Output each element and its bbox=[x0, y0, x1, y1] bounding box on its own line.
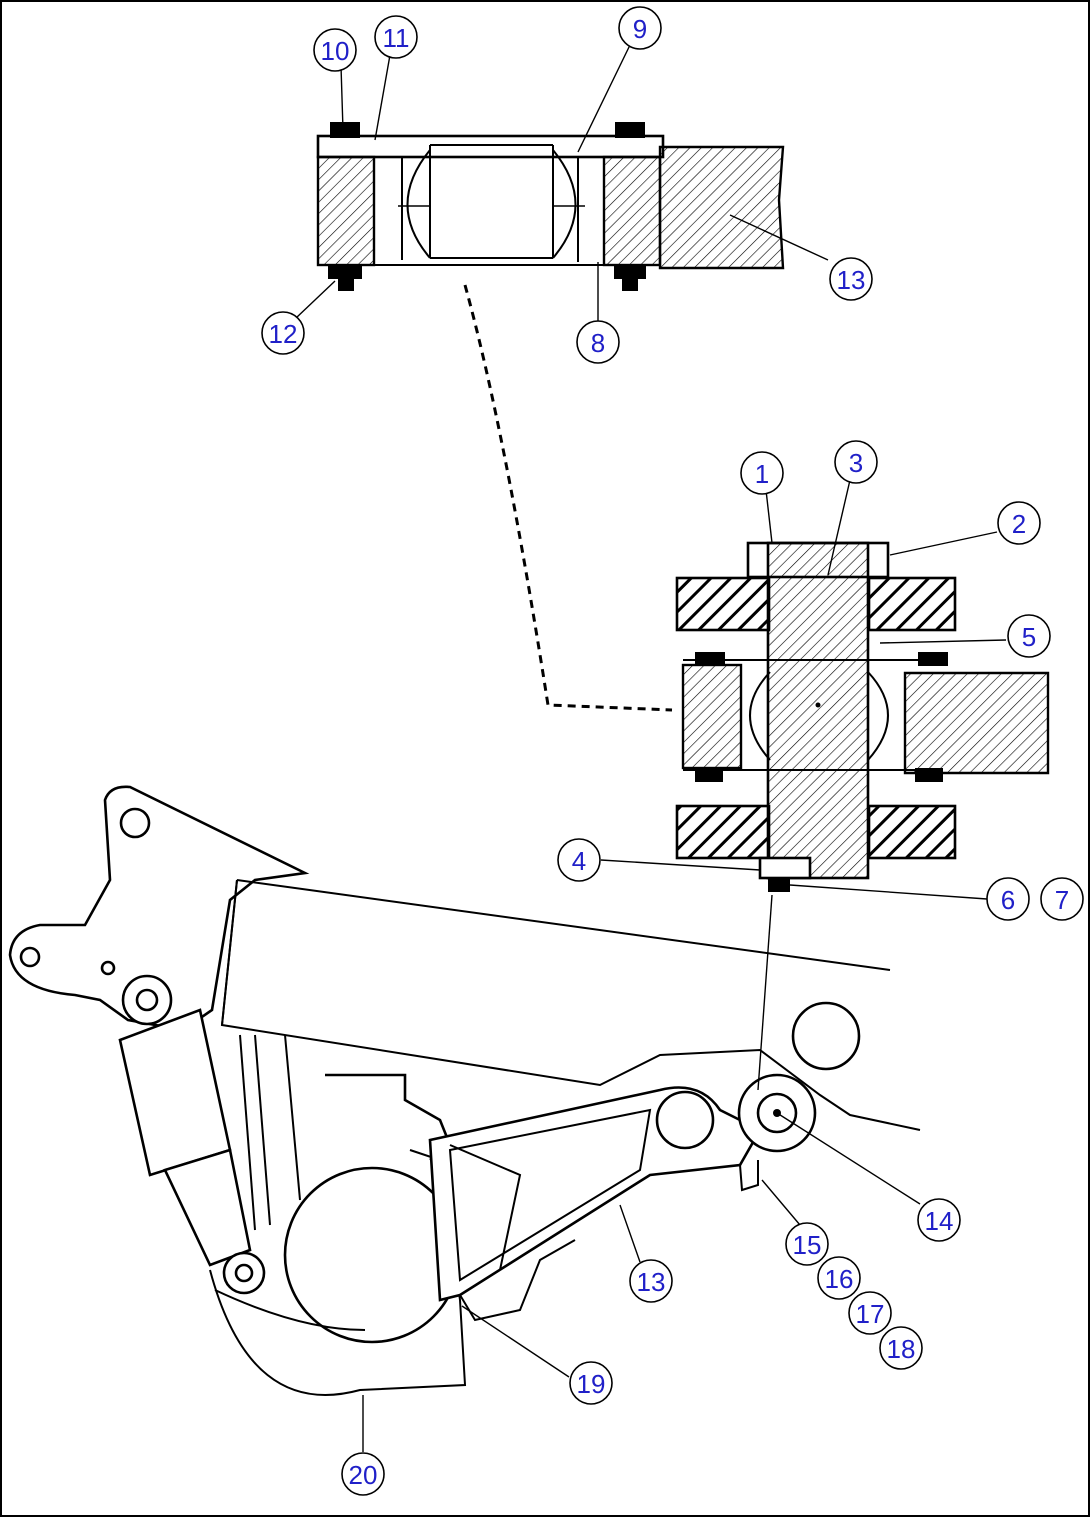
callout-circle bbox=[557, 838, 601, 882]
callout-number: 13 bbox=[837, 265, 866, 295]
callout-number: 15 bbox=[793, 1230, 822, 1260]
callout-c16: 16 bbox=[817, 1256, 861, 1300]
callout-circle bbox=[986, 877, 1030, 921]
callout-circle bbox=[569, 1361, 613, 1405]
callout-number: 18 bbox=[887, 1334, 916, 1364]
callout-number: 19 bbox=[577, 1369, 606, 1399]
bearing-detail-top bbox=[316, 122, 785, 291]
callout-circle bbox=[618, 6, 662, 50]
callout-c2: 2 bbox=[997, 501, 1041, 545]
callout-c17: 17 bbox=[848, 1291, 892, 1335]
callout-circle bbox=[629, 1259, 673, 1303]
callout-c4: 4 bbox=[557, 838, 601, 882]
callout-c12: 12 bbox=[261, 311, 305, 355]
callout-circle bbox=[829, 257, 873, 301]
callout-number: 6 bbox=[1001, 885, 1015, 915]
callout-circle bbox=[848, 1291, 892, 1335]
callout-number: 1 bbox=[755, 459, 769, 489]
callout-circle bbox=[997, 501, 1041, 545]
callout-circle bbox=[341, 1452, 385, 1496]
callout-number: 12 bbox=[269, 319, 298, 349]
callout-circle bbox=[785, 1222, 829, 1266]
pin-assembly-detail bbox=[675, 541, 1050, 892]
detail-link-dashed bbox=[463, 284, 673, 712]
callout-c15: 15 bbox=[785, 1222, 829, 1266]
callout-c1: 1 bbox=[740, 451, 784, 495]
callout-c8: 8 bbox=[576, 320, 620, 364]
callout-number: 14 bbox=[925, 1206, 954, 1236]
callout-c6: 6 bbox=[986, 877, 1030, 921]
callout-circle bbox=[817, 1256, 861, 1300]
callout-number: 8 bbox=[591, 328, 605, 358]
callout-c13a: 13 bbox=[829, 257, 873, 301]
callout-circle bbox=[1007, 614, 1051, 658]
callout-c10: 10 bbox=[313, 28, 357, 72]
callout-circle bbox=[879, 1326, 923, 1370]
callout-circle bbox=[834, 440, 878, 484]
callout-c14: 14 bbox=[917, 1198, 961, 1242]
callout-c20: 20 bbox=[341, 1452, 385, 1496]
leader-lines bbox=[295, 44, 1007, 1452]
callout-number: 17 bbox=[856, 1299, 885, 1329]
callout-number: 10 bbox=[321, 36, 350, 66]
callout-number: 7 bbox=[1055, 885, 1069, 915]
callout-number: 2 bbox=[1012, 509, 1026, 539]
callout-c3: 3 bbox=[834, 440, 878, 484]
callout-c5: 5 bbox=[1007, 614, 1051, 658]
callout-circle bbox=[261, 311, 305, 355]
callout-c11: 11 bbox=[374, 15, 418, 59]
callout-c9: 9 bbox=[618, 6, 662, 50]
callout-circle bbox=[740, 451, 784, 495]
callout-circle bbox=[313, 28, 357, 72]
callout-circle bbox=[917, 1198, 961, 1242]
callout-circle bbox=[374, 15, 418, 59]
callout-c7: 7 bbox=[1040, 877, 1084, 921]
callout-circle bbox=[576, 320, 620, 364]
callout-number: 20 bbox=[349, 1460, 378, 1490]
callout-number: 13 bbox=[637, 1267, 666, 1297]
drawbar-assembly bbox=[8, 785, 921, 1396]
callout-c13b: 13 bbox=[629, 1259, 673, 1303]
callout-number: 3 bbox=[849, 448, 863, 478]
callout-circle bbox=[1040, 877, 1084, 921]
callout-number: 9 bbox=[633, 14, 647, 44]
callout-number: 4 bbox=[572, 846, 586, 876]
callout-c18: 18 bbox=[879, 1326, 923, 1370]
callout-number: 5 bbox=[1022, 622, 1036, 652]
callout-number: 11 bbox=[383, 23, 410, 53]
callout-c19: 19 bbox=[569, 1361, 613, 1405]
callout-number: 16 bbox=[825, 1264, 854, 1294]
